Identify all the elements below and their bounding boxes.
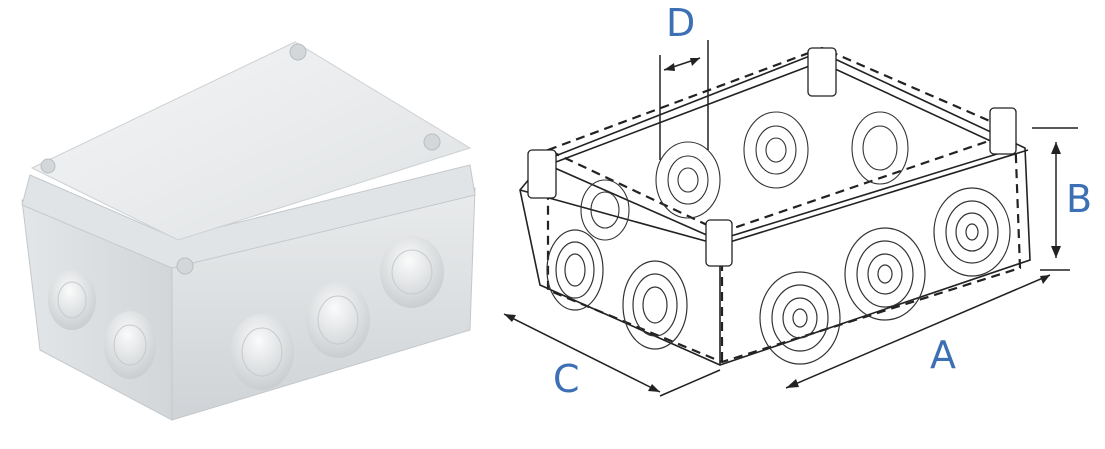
knockouts-left bbox=[546, 229, 688, 350]
corner-screws bbox=[527, 47, 1017, 267]
cable-glands-front bbox=[230, 236, 444, 390]
dimension-label-a: A bbox=[930, 333, 956, 377]
lid-screw-icon bbox=[40, 158, 56, 174]
knockouts-back bbox=[580, 111, 909, 241]
lid-screw-icon bbox=[423, 133, 441, 151]
box-left-edge bbox=[519, 189, 721, 246]
junction-box-dimension-drawing bbox=[503, 40, 1078, 397]
box-lid-top bbox=[30, 41, 472, 241]
dim-line-a bbox=[785, 274, 1051, 389]
junction-box-photo bbox=[21, 41, 476, 421]
box-front-edge bbox=[719, 149, 1029, 246]
lid-screw-icon bbox=[289, 43, 307, 61]
dimension-label-b: B bbox=[1066, 177, 1093, 221]
dimension-label-d: D bbox=[666, 1, 696, 45]
box-inner-rim bbox=[545, 61, 1013, 241]
box-outline bbox=[519, 51, 1031, 366]
knockouts-front bbox=[759, 187, 1011, 365]
dim-line-c bbox=[503, 313, 661, 393]
lid-screw-icon bbox=[176, 257, 194, 275]
cable-glands-left bbox=[48, 270, 156, 379]
dimension-label-c: C bbox=[553, 357, 580, 401]
